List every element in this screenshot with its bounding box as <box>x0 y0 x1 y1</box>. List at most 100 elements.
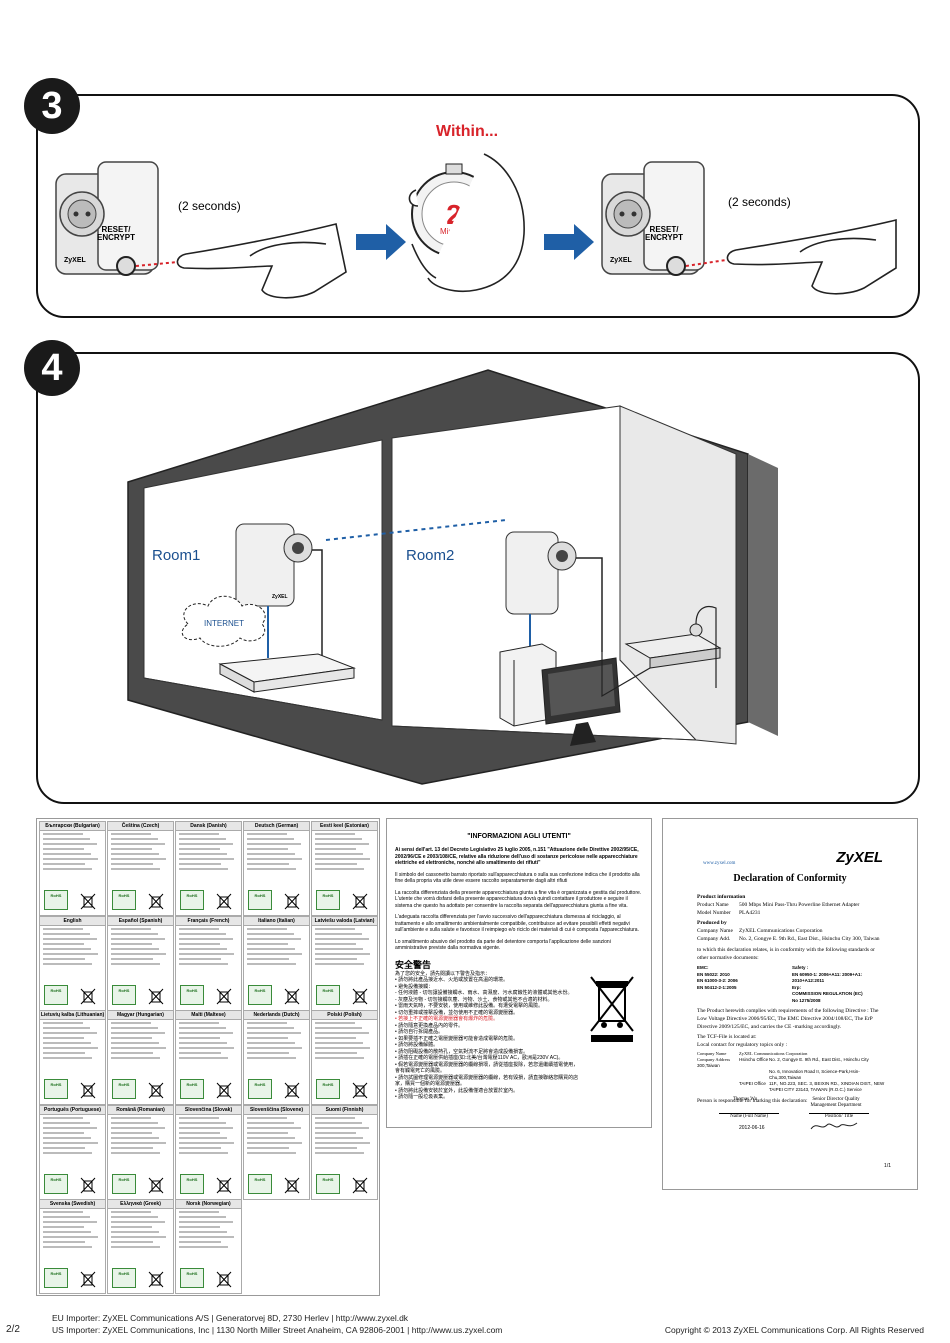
weee-bin-icon <box>352 1177 368 1193</box>
declaration-text-lines <box>108 831 173 875</box>
contact-address-label: Company Address <box>697 1057 731 1062</box>
internet-label: INTERNET <box>204 619 244 628</box>
safety-line: • 請勿阻礙設備的散熱孔，空氣對流不足將會造成設備損害。 <box>395 1048 529 1055</box>
safety-line: - 任何液體 - 切勿讓設備接觸水、雨水、高濕度、污水腐蝕性的液體或其他水份。 <box>395 990 573 996</box>
language-declaration-cell: Norsk (Norwegian)RoHS <box>175 1199 242 1294</box>
declaration-text-lines <box>108 1115 173 1159</box>
language-heading: Suomi (Finnish) <box>312 1105 377 1115</box>
rohs-badge: RoHS <box>248 984 272 1005</box>
safety-title: 安全警告 <box>395 959 432 970</box>
weee-bin-icon <box>284 988 300 1004</box>
declaration-text-lines <box>176 1209 241 1253</box>
room1-label: Room1 <box>152 547 200 564</box>
language-declaration-cell: Nederlands (Dutch)RoHS <box>243 1010 310 1105</box>
safety-line: • 切勿重摔或撞擊設備，並勿使用不正確的電源變壓器。 <box>395 1009 519 1016</box>
language-heading: Dansk (Danish) <box>176 822 241 831</box>
safety-item: COMMISSION REGULATION (EC) <box>792 991 863 996</box>
language-declaration-cell: Slovenčina (Slovak)RoHS <box>175 1104 242 1200</box>
declaration-text-lines <box>312 831 377 875</box>
notice-intro: Ai sensi dell'art. 13 del Decreto Legisl… <box>395 847 639 866</box>
safety-line: • 雷雨天氣時，不要安裝，使用或維修此設備。有遭受電擊的風險。 <box>395 1003 544 1009</box>
emc-item: EN 55022: 2010 <box>697 971 730 977</box>
rohs-badge: RoHS <box>316 890 340 910</box>
company-addr: No. 2, Gongye E. 9th Rd., East Dist., Hs… <box>739 936 880 942</box>
language-heading: Български (Bulgarian) <box>40 822 105 831</box>
product-name-label: Product Name <box>697 902 729 908</box>
reset-button-left[interactable] <box>116 256 136 276</box>
italian-notice-sheet: "INFORMAZIONI AGLI UTENTI" Ai sensi dell… <box>386 818 652 1128</box>
reset-label-left-2: ENCRYPT <box>97 233 135 242</box>
notice-para4: Lo smaltimento abusivo del prodotto da p… <box>395 938 611 952</box>
weee-bin-icon <box>284 893 300 910</box>
company-name: ZyXEL Communications Corporation <box>739 928 823 934</box>
hand-timer <box>408 153 525 293</box>
local-contact: Local contact for regulatory topics only… <box>697 1042 788 1048</box>
language-declaration-cell: Português (Portuguese)RoHS <box>39 1104 106 1200</box>
taipei-office-label: TAIPEI Office <box>739 1081 766 1086</box>
notice-para2: La raccolta differenziata della presente… <box>395 889 642 909</box>
signature <box>810 1122 858 1130</box>
conformity-title: Declaration of Conformity <box>733 873 847 884</box>
declaration-text-lines <box>312 1115 377 1159</box>
language-declaration-cell: Čeština (Czech)RoHS <box>107 821 174 916</box>
safety-line: • 假若電源變壓器或電源變壓器的纜線損壞，請從插座拔除，若您還繼續插電使用，會有… <box>395 1061 579 1075</box>
rohs-badge: RoHS <box>248 1079 272 1099</box>
duration-left: (2 seconds) <box>178 199 241 213</box>
weee-bin-icon <box>284 1177 300 1193</box>
rohs-badge: RoHS <box>180 984 204 1005</box>
declaration-text-lines <box>40 1209 105 1253</box>
notice-para1: Il simbolo del cassonetto barrato riport… <box>395 871 640 885</box>
declaration-text-lines <box>244 831 309 875</box>
language-declaration-cell: Polski (Polish)RoHS <box>311 1010 378 1105</box>
declaration-text-lines <box>176 831 241 875</box>
rohs-badge: RoHS <box>316 984 340 1005</box>
name-label: Name (Full Name) <box>719 1113 779 1119</box>
language-heading: Ελληνικά (Greek) <box>108 1200 173 1209</box>
language-declaration-cell: Malti (Maltese)RoHS <box>175 1010 242 1105</box>
language-heading: Lietuvių kalba (Lithuanian) <box>40 1011 105 1020</box>
language-heading: Deutsch (German) <box>244 822 309 831</box>
directives-text: The Product herewith complies with requi… <box>697 1008 879 1030</box>
language-declaration-cell: Magyar (Hungarian)RoHS <box>107 1010 174 1105</box>
weee-bin-icon <box>352 893 368 910</box>
safety-item: Erp: <box>792 984 801 990</box>
brand-right: ZyXEL <box>610 257 633 264</box>
brand-left: ZyXEL <box>64 257 87 264</box>
within-label: Within... <box>436 123 498 140</box>
reset-label-right-1: RESET/ <box>650 225 680 234</box>
safety-line: - 灰塵及污物 - 切勿接觸灰塵、污物、沙土、食物或其他不合適的材料。 <box>395 996 553 1003</box>
safety-line: • 請勿隨意更換產品內的零件。 <box>395 1022 464 1029</box>
safety-line: • 請勿將設備解體。 <box>395 1042 439 1048</box>
copyright: Copyright © 2013 ZyXEL Communications Co… <box>664 1325 924 1335</box>
weee-bin-icon <box>216 893 232 910</box>
declaration-text-lines <box>176 1115 241 1159</box>
weee-bin-icon <box>284 1082 300 1099</box>
safety-line: • 請勿將此產品接近水、火焰或放置在高溫的環境。 <box>395 977 509 983</box>
rohs-badge: RoHS <box>44 1268 68 1288</box>
declaration-grid-sheet: Български (Bulgarian) RoHS Čeština (Czech)… <box>36 818 380 1296</box>
rohs-badge: RoHS <box>248 890 272 910</box>
declaration-text-lines <box>244 1020 309 1064</box>
language-heading: Português (Portuguese) <box>40 1105 105 1115</box>
power-strip <box>624 623 722 669</box>
reset-button-right[interactable] <box>666 256 686 276</box>
language-declaration-cell: Suomi (Finnish)RoHS <box>311 1104 378 1200</box>
emc-item: EN 61000-3-2: 2006 <box>697 978 738 983</box>
duration-right: (2 seconds) <box>728 195 791 209</box>
safety-line: • 如果要插不正確之電壓變壓器可能會造成電擊的危險。 <box>395 1035 519 1042</box>
weee-bin-icon <box>216 1271 232 1288</box>
language-heading: Slovenčina (Slovak) <box>176 1105 241 1115</box>
weee-bin-icon <box>80 988 96 1004</box>
safety-label: Safety : <box>792 965 809 970</box>
reset-label-right-2: ENCRYPT <box>645 233 683 242</box>
weee-bin-icon <box>590 976 634 1042</box>
declaration-text-lines <box>176 1020 241 1064</box>
hsinchu-office-2: No. 6, Innovation Road II, Science-Park,… <box>769 1069 860 1080</box>
weee-bin-icon <box>80 1177 96 1193</box>
language-heading: Norsk (Norwegian) <box>176 1200 241 1209</box>
weee-bin-icon <box>148 1271 164 1288</box>
arrow-right-icon-2 <box>544 224 594 260</box>
responsible-text: Person is responsible for marking this d… <box>697 1098 808 1104</box>
rohs-badge: RoHS <box>180 890 204 910</box>
hsinchu-office-label: Hsinchu Office <box>739 1057 769 1062</box>
